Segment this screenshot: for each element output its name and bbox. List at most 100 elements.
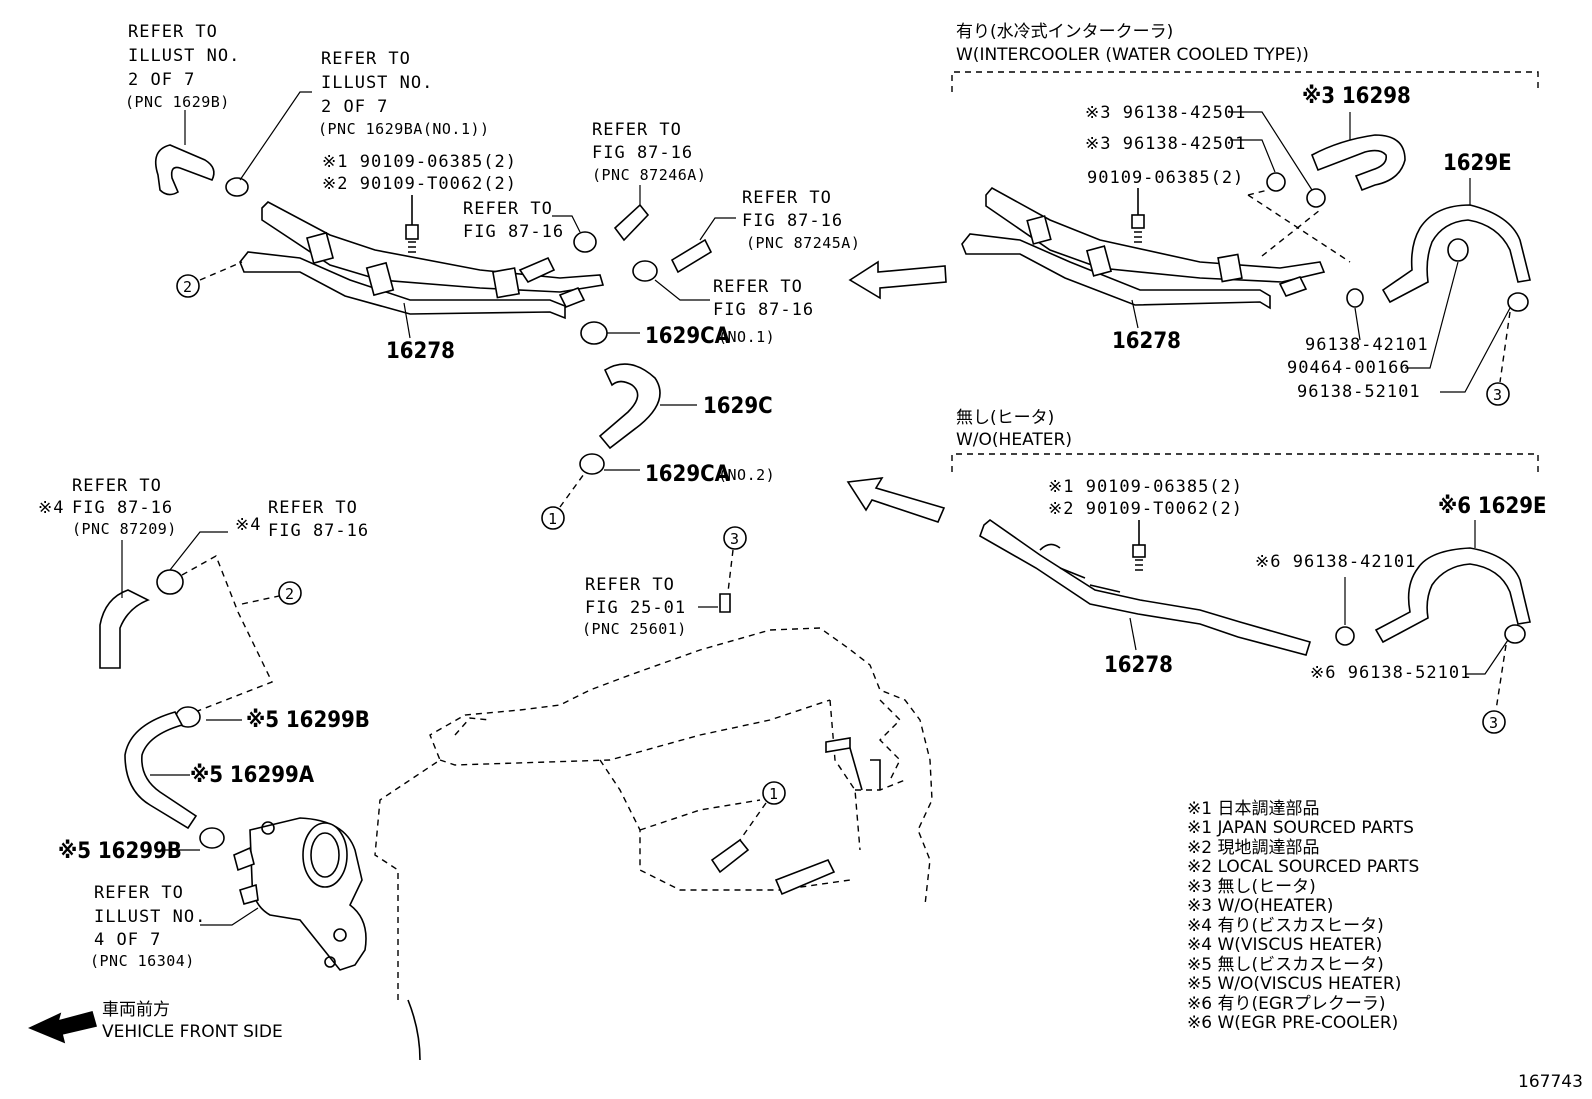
svg-text:(PNC 1629B): (PNC 1629B) — [125, 93, 230, 111]
svg-text:ILLUST NO.: ILLUST NO. — [94, 907, 206, 927]
clamp-viscous-icon — [156, 569, 184, 595]
legend: ※1 日本調達部品 ※1 JAPAN SOURCED PARTS ※2 現地調達… — [1187, 799, 1419, 1033]
label-clamp-16299b-top: ※5 16299B — [246, 708, 370, 733]
leader-line — [552, 215, 581, 233]
clamp-1629ca-no1-icon — [580, 321, 608, 345]
legend-line: ※5 W/O(VISCUS HEATER) — [1187, 974, 1401, 994]
label-hose-16299a: ※5 16299A — [190, 763, 315, 788]
refer-note-fig-87-16-plain-c: ※4 REFER TO FIG 87-16 — [235, 498, 368, 541]
svg-text:※3 16298: ※3 16298 — [1302, 84, 1411, 109]
callout-2-left — [278, 581, 302, 605]
refer-note-illust-4-7: REFER TO ILLUST NO. 4 OF 7 (PNC 16304) — [90, 883, 206, 970]
refer-note-fig-87-16-245a: REFER TO FIG 87-16 (PNC 87245A) — [742, 188, 860, 252]
refer-note-fig-87-16-plain-b: REFER TO FIG 87-16 — [713, 277, 814, 320]
svg-text:REFER TO: REFER TO — [72, 476, 162, 496]
leader-line — [200, 907, 259, 926]
note-mark-4a: ※4 — [38, 498, 64, 518]
svg-text:REFER TO: REFER TO — [128, 22, 218, 42]
clamp-1629ba-icon — [225, 177, 249, 197]
hose-87209-icon — [99, 589, 150, 669]
label-hose-1629c: 1629C — [703, 394, 773, 419]
label-clamp-1629ca-no1-suffix: (NO.1) — [718, 328, 775, 346]
refer-note-illust-2-7-b: REFER TO ILLUST NO. 2 OF 7 (PNC 1629B) — [125, 22, 239, 111]
svg-text:FIG 87-16: FIG 87-16 — [72, 498, 173, 518]
svg-text:1: 1 — [548, 510, 558, 528]
svg-text:ILLUST NO.: ILLUST NO. — [321, 73, 433, 93]
svg-text:(PNC 87209): (PNC 87209) — [72, 520, 177, 538]
svg-text:(PNC 16304): (PNC 16304) — [90, 952, 195, 970]
svg-text:(PNC 87245A): (PNC 87245A) — [746, 234, 860, 252]
svg-text:FIG 87-16: FIG 87-16 — [463, 222, 564, 242]
svg-text:FIG 87-16: FIG 87-16 — [742, 211, 843, 231]
svg-text:※3 96138-42501: ※3 96138-42501 — [1085, 134, 1246, 154]
leader-line — [169, 531, 228, 571]
svg-text:REFER TO: REFER TO — [713, 277, 803, 297]
svg-text:(PNC 1629BA(NO.1)): (PNC 1629BA(NO.1)) — [318, 120, 490, 138]
legend-line: ※3 W/O(HEATER) — [1187, 896, 1333, 916]
callout-1-mid — [541, 506, 565, 530]
dashed-leader — [559, 473, 585, 508]
svg-text:※6 96138-42101: ※6 96138-42101 — [1255, 552, 1416, 572]
clamp-16299b-bottom-icon — [199, 827, 225, 849]
legend-line: ※5 無し(ビスカスヒータ) — [1187, 955, 1384, 975]
dashed-leader — [727, 549, 734, 593]
legend-line: ※6 W(EGR PRE-COOLER) — [1187, 1013, 1398, 1033]
svg-text:96138-52101: 96138-52101 — [1297, 382, 1421, 402]
hose-1629c-icon — [598, 363, 661, 450]
refer-note-illust-2-7-ba: REFER TO ILLUST NO. 2 OF 7 (PNC 1629BA(N… — [318, 49, 490, 138]
variant-bracket — [951, 453, 1539, 472]
hose-16299a-icon — [124, 711, 198, 830]
refer-note-fig-25-01: REFER TO FIG 25-01 (PNC 25601) — [582, 575, 687, 638]
svg-text:96138-42101: 96138-42101 — [1305, 335, 1429, 355]
svg-text:※6 1629E: ※6 1629E — [1438, 494, 1547, 519]
svg-text:※1 90109-06385(2): ※1 90109-06385(2) — [1048, 477, 1243, 497]
svg-text:1629E: 1629E — [1443, 151, 1512, 176]
svg-text:16278: 16278 — [1112, 329, 1181, 354]
svg-text:REFER TO: REFER TO — [742, 188, 832, 208]
legend-line: ※1 日本調達部品 — [1187, 799, 1319, 819]
legend-line: ※4 有り(ビスカスヒータ) — [1187, 916, 1384, 936]
clamp-1629ca-no2-icon — [579, 453, 605, 475]
svg-text:FIG 25-01: FIG 25-01 — [585, 598, 686, 618]
dashed-leader — [739, 802, 767, 841]
svg-text:2: 2 — [285, 585, 295, 603]
direction-arrow-icon — [846, 477, 946, 523]
refer-note-fig-87-16-plain-a: REFER TO FIG 87-16 — [463, 199, 564, 242]
legend-line: ※2 現地調達部品 — [1187, 838, 1319, 858]
label-clamp-1629ca-no2-suffix: (NO.2) — [718, 466, 775, 484]
svg-text:REFER TO: REFER TO — [94, 883, 184, 903]
variant-intercooler-title-jp: 有り(水冷式インタークーラ) — [956, 22, 1173, 42]
dashed-leader — [241, 595, 280, 605]
svg-text:REFER TO: REFER TO — [463, 199, 553, 219]
svg-text:3: 3 — [1489, 714, 1499, 732]
hose-stub-87245a-icon — [670, 238, 713, 274]
svg-text:16278: 16278 — [1104, 653, 1173, 678]
svg-text:FIG 87-16: FIG 87-16 — [713, 300, 814, 320]
front-arrow-icon — [28, 1011, 97, 1044]
svg-text:(PNC 87246A): (PNC 87246A) — [592, 166, 706, 184]
svg-text:(PNC 25601): (PNC 25601) — [582, 620, 687, 638]
variant-intercooler-title-en: W(INTERCOOLER (WATER COOLED TYPE)) — [956, 45, 1309, 65]
svg-text:3: 3 — [730, 530, 740, 548]
svg-text:2 OF 7: 2 OF 7 — [321, 97, 388, 117]
legend-line: ※3 無し(ヒータ) — [1187, 877, 1316, 897]
svg-text:REFER TO: REFER TO — [268, 498, 358, 518]
svg-text:※3 96138-42501: ※3 96138-42501 — [1085, 103, 1246, 123]
front-label-jp: 車両前方 — [102, 1000, 170, 1020]
refer-note-fig-87-16-246a: REFER TO FIG 87-16 (PNC 87246A) — [592, 120, 706, 184]
label-clamp-1629ca-no1: 1629CA — [645, 324, 731, 349]
svg-text:4 OF 7: 4 OF 7 — [94, 930, 161, 950]
front-label-en: VEHICLE FRONT SIDE — [102, 1022, 283, 1042]
svg-text:2 OF 7: 2 OF 7 — [128, 70, 195, 90]
label-clamp-16299b-bottom: ※5 16299B — [58, 839, 182, 864]
dashed-leader — [199, 261, 243, 281]
variant-no-heater-title-en: W/O(HEATER) — [956, 430, 1072, 450]
callout-3-mid — [723, 526, 747, 550]
svg-text:※2 90109-T0062(2): ※2 90109-T0062(2) — [1048, 499, 1243, 519]
water-pipe-16278-icon — [239, 201, 605, 320]
svg-text:1: 1 — [769, 785, 779, 803]
hose-1629b-icon — [154, 144, 215, 196]
label-clamp-1629ca-no2: 1629CA — [645, 462, 731, 487]
leader-line — [699, 217, 736, 241]
